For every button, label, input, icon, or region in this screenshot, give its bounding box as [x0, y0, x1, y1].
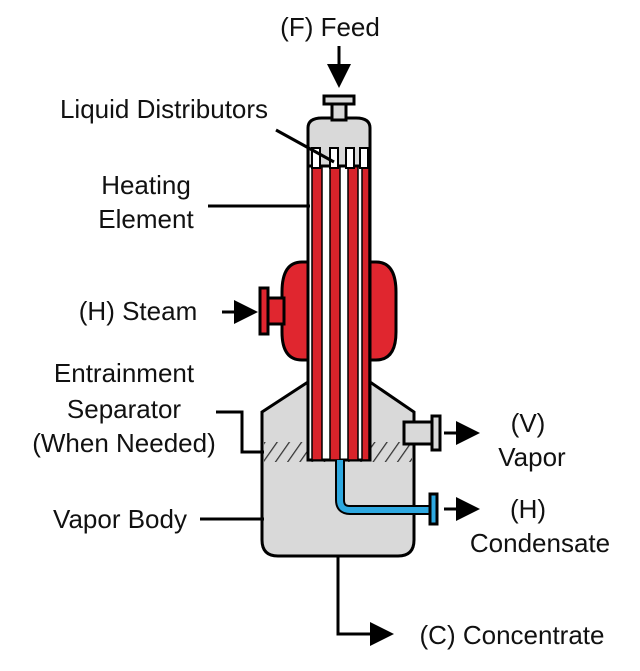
vapor-outlet-nozzle: [402, 420, 434, 446]
heating-tube: [311, 165, 323, 461]
heating-tube: [347, 165, 359, 461]
condensate-label-line2: Condensate: [470, 528, 610, 558]
entrainment-leader: [216, 410, 264, 454]
entrainment-label-line3: (When Needed): [32, 428, 216, 458]
vapor-label-line2: Vapor: [498, 442, 566, 472]
steam-chest-left: [280, 260, 314, 362]
liquid-distributors-leader: [275, 128, 335, 164]
entrainment-label-line2: Separator: [67, 394, 182, 424]
condensate-label-line1: (H): [510, 494, 546, 524]
heating-tube: [361, 165, 370, 461]
concentrate-label: (C) Concentrate: [420, 620, 605, 650]
liquid-distributors-label: Liquid Distributors: [60, 94, 268, 124]
condensate-outlet-flange: [428, 492, 439, 526]
feed-label: (F) Feed: [280, 12, 380, 42]
steam-chest-right: [364, 260, 398, 362]
heating-tube: [329, 165, 341, 461]
vapor-outlet-flange: [430, 414, 442, 452]
heating-element-label-line2: Element: [98, 204, 194, 234]
liquid-distributors: [311, 147, 369, 169]
heating-element-label-line1: Heating: [101, 170, 191, 200]
vapor-label-line1: (V): [511, 408, 546, 438]
steam-inlet-nozzle: [266, 296, 286, 326]
feed-flange: [322, 94, 356, 106]
steam-inlet-flange: [258, 286, 270, 336]
condensate-pipe: [337, 460, 432, 513]
concentrate-arrow: [336, 556, 394, 646]
steam-label: (H) Steam: [79, 296, 197, 326]
vapor-body-label: Vapor Body: [53, 504, 187, 534]
feed-nozzle: [330, 102, 348, 122]
entrainment-label-line1: Entrainment: [54, 358, 195, 388]
